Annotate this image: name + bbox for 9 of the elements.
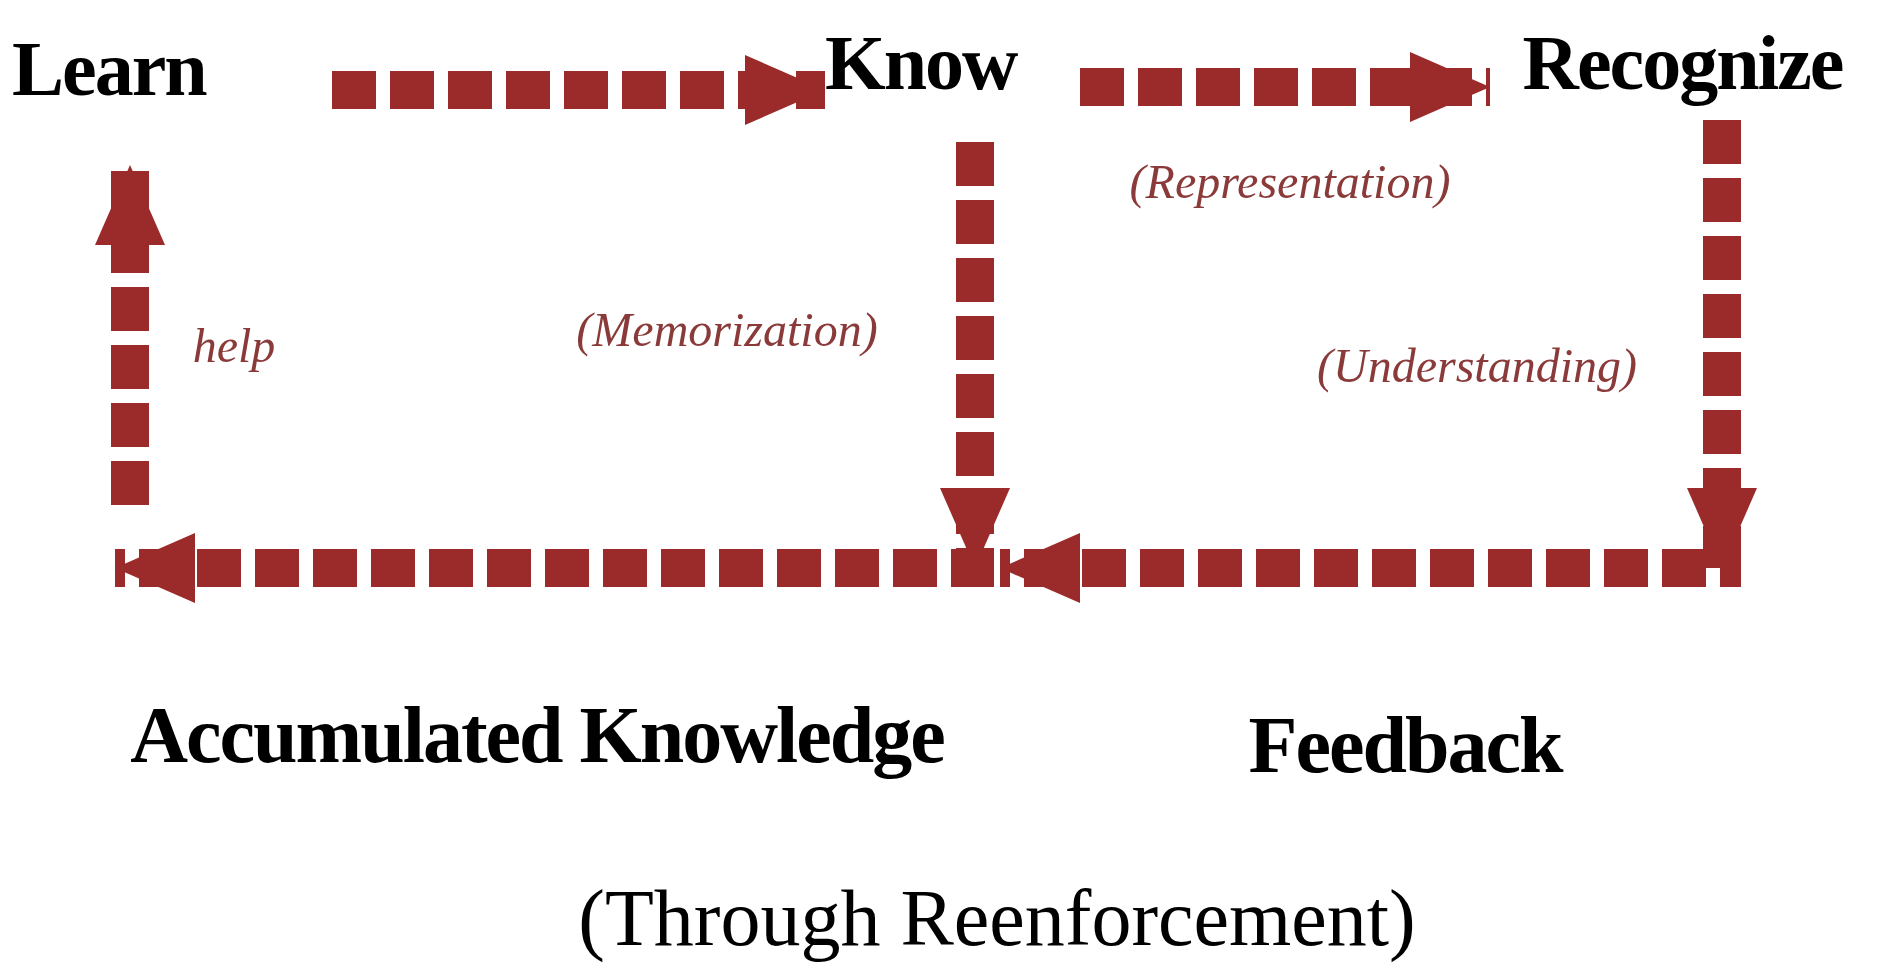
dashed-arrow [1080, 52, 1490, 122]
node-label: Know [825, 24, 1017, 102]
node-label: Learn [12, 30, 206, 108]
dashed-arrow [95, 165, 165, 505]
edge-label: help [192, 322, 276, 370]
dashed-arrow [115, 142, 1010, 603]
dashed-arrow [332, 55, 825, 125]
caption-text: Feedback [1248, 705, 1562, 785]
dashed-arrow [1000, 120, 1757, 603]
